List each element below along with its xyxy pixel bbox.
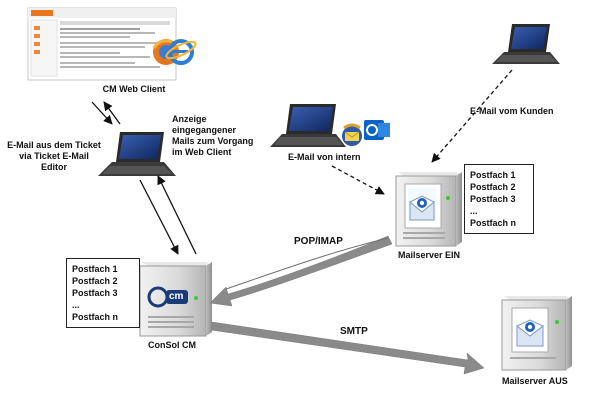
postfach-item: Postfach n xyxy=(72,312,119,322)
postfach-item: ... xyxy=(72,300,80,310)
postfach-item: Postfach 1 xyxy=(72,264,118,274)
arrow-laptop-to-cm xyxy=(139,179,179,255)
laptop-web-client-icon xyxy=(98,132,176,176)
postfach-box-ein: Postfach 1 Postfach 2 Postfach 3 ... Pos… xyxy=(464,164,534,234)
label-web-client: CM Web Client xyxy=(102,84,166,94)
postfach-item: Postfach 3 xyxy=(72,288,118,298)
arrow-intern-to-ein xyxy=(331,165,385,195)
server-ein-icon xyxy=(395,172,462,247)
browser-screenshot xyxy=(27,7,177,81)
postfach-item: Postfach n xyxy=(470,218,517,228)
postfach-item: Postfach 2 xyxy=(72,276,118,286)
arrow-cm-to-laptop xyxy=(157,175,197,255)
label-email-intern: E-Mail von intern xyxy=(288,152,361,162)
server-consol-cm-icon xyxy=(139,262,212,337)
postfach-item: Postfach 1 xyxy=(470,170,516,180)
arrow-smtp xyxy=(210,321,485,375)
cm-logo-text: cm xyxy=(169,291,184,302)
server-aus-icon xyxy=(501,296,572,371)
laptop-kunde-icon xyxy=(492,24,560,64)
thunderbird-outlook-icon xyxy=(342,120,390,146)
arrow-pop-imap xyxy=(209,235,393,307)
arrow-kunde-to-ein xyxy=(431,69,513,163)
label-mailserver-ein: Mailserver EIN xyxy=(398,250,461,260)
firefox-ie-icon xyxy=(152,39,197,65)
arrow-laptop-to-web xyxy=(103,101,121,125)
laptop-intern-icon xyxy=(270,104,346,147)
label-email-kunden: E-Mail vom Kunden xyxy=(470,106,554,116)
label-mailserver-aus: Mailserver AUS xyxy=(502,376,568,386)
label-pop-imap: POP/IMAP xyxy=(294,236,343,247)
label-anzeige: Anzeige eingegangener Mails zum Vorgang … xyxy=(172,114,254,157)
postfach-item: Postfach 2 xyxy=(470,182,516,192)
label-consol-cm: ConSol CM xyxy=(148,340,196,350)
postfach-item: ... xyxy=(470,206,478,216)
postfach-item: Postfach 3 xyxy=(470,194,516,204)
label-smtp: SMTP xyxy=(340,326,368,337)
postfach-box-cm: Postfach 1 Postfach 2 Postfach 3 ... Pos… xyxy=(66,258,140,328)
label-email-from-ticket: E-Mail aus dem Ticket via Ticket E-Mail … xyxy=(7,140,101,172)
arrow-web-to-laptop xyxy=(91,101,113,125)
